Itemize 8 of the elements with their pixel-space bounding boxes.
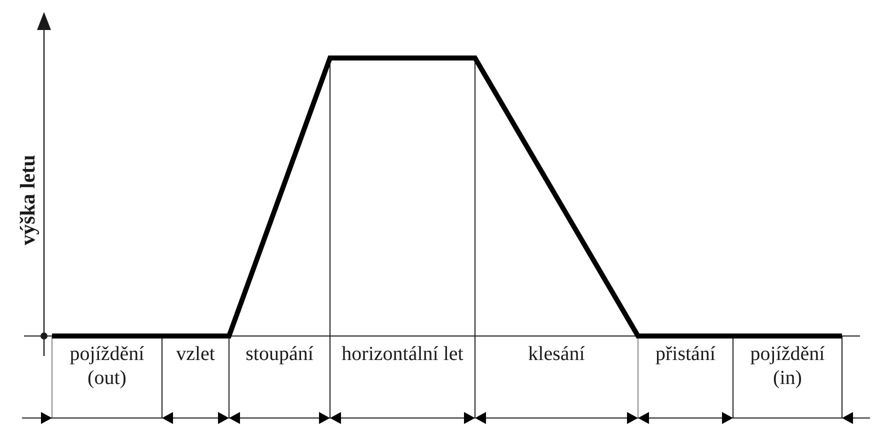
phase-label: horizontální let [340, 342, 464, 366]
phase-label: pojíždění (out) [68, 342, 146, 390]
axis-label: výška letu [16, 154, 40, 246]
phase-label: stoupání [244, 342, 314, 366]
phase-label: vzlet [175, 342, 216, 366]
phase-label: klesání [527, 342, 586, 366]
phase-label: přistání [654, 342, 716, 366]
phase-label: pojíždění (in) [749, 342, 826, 390]
